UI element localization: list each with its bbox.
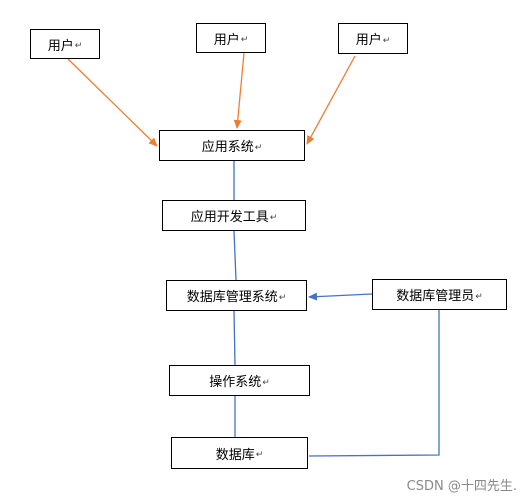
- os-box: 操作系统↵: [169, 365, 310, 396]
- arrow-dba-to-dbms: [308, 292, 373, 301]
- watermark: CSDN @十四先生.: [406, 479, 517, 494]
- database-box: 数据库↵: [171, 437, 308, 469]
- dbms-label: 数据库管理系统: [186, 290, 278, 305]
- user-box-1: 用户↵: [30, 29, 100, 59]
- database-label: 数据库: [215, 447, 255, 463]
- return-mark-icon: ↵: [255, 450, 264, 460]
- arrow-user2-to-app: [233, 52, 245, 129]
- dev-tool-box: 应用开发工具↵: [162, 200, 306, 231]
- return-mark-icon: ↵: [74, 41, 83, 51]
- return-mark-icon: ↵: [382, 35, 391, 46]
- line-devtool-to-dbms: [233, 230, 237, 281]
- return-mark-icon: ↵: [240, 35, 249, 45]
- return-mark-icon: ↵: [278, 292, 287, 303]
- user-label-2: 用户: [213, 32, 240, 48]
- user-box-3: 用户↵: [338, 23, 408, 54]
- arrow-user1-to-app: [67, 58, 158, 147]
- return-mark-icon: ↵: [269, 212, 278, 223]
- line-dbms-to-os: [233, 310, 236, 366]
- dbms-box: 数据库管理系统↵: [166, 280, 307, 311]
- line-dba-to-database: [308, 310, 440, 457]
- user-label-3: 用户: [355, 33, 382, 48]
- return-mark-icon: ↵: [262, 377, 270, 388]
- user-label-1: 用户: [47, 38, 74, 54]
- app-system-label: 应用系统: [201, 140, 254, 155]
- return-mark-icon: ↵: [254, 142, 263, 153]
- os-label: 操作系统: [209, 375, 262, 390]
- dev-tool-label: 应用开发工具: [190, 210, 269, 225]
- dba-box: 数据库管理员↵: [372, 279, 507, 310]
- return-mark-icon: ↵: [475, 291, 483, 302]
- arrow-user3-to-app: [306, 55, 356, 145]
- app-system-box: 应用系统↵: [159, 130, 305, 161]
- user-box-2: 用户↵: [196, 23, 266, 53]
- dba-label: 数据库管理员: [396, 289, 475, 304]
